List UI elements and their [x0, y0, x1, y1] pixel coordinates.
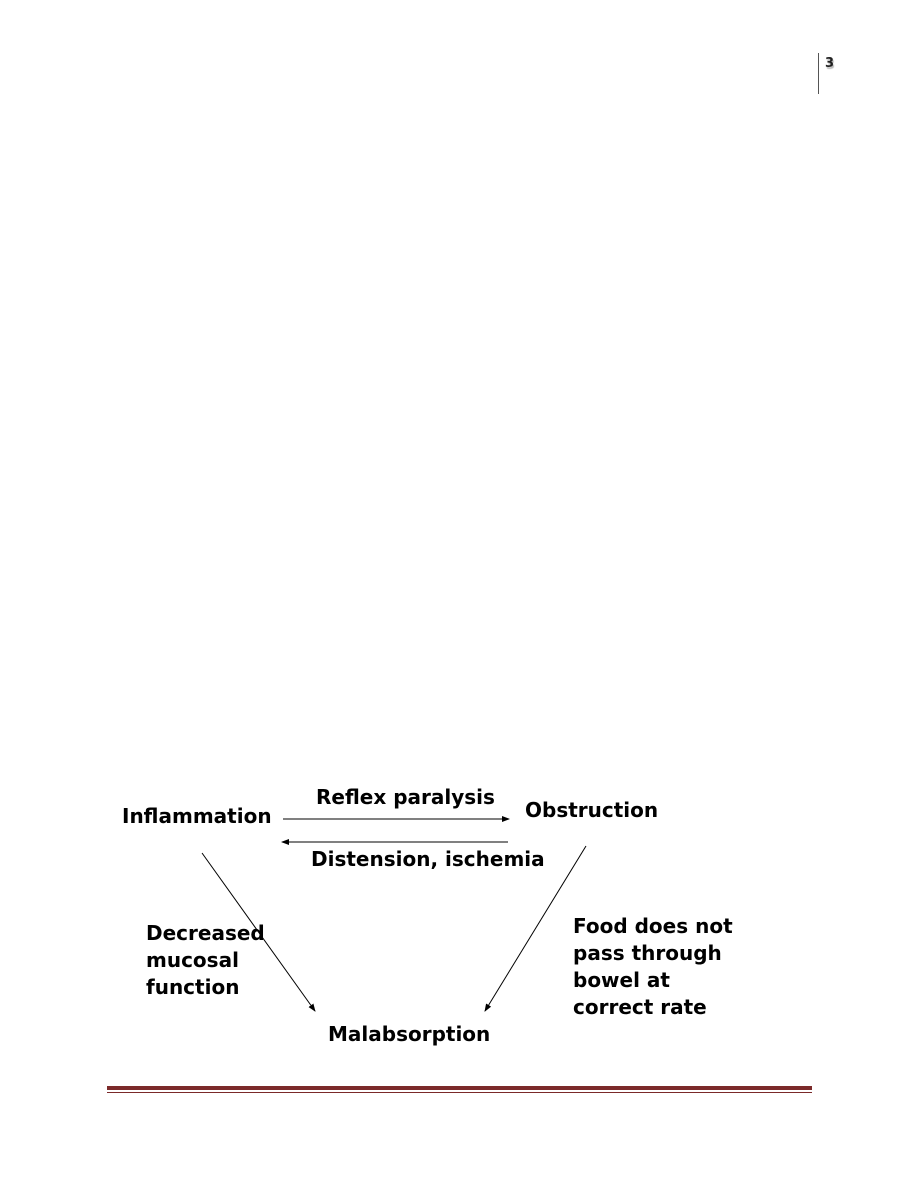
edge-label-food-transit: Food does not pass through bowel at corr…	[573, 913, 733, 1021]
edge-label-line: function	[146, 975, 240, 999]
edge-label-distension-ischemia: Distension, ischemia	[311, 847, 545, 871]
node-malabsorption: Malabsorption	[328, 1022, 491, 1046]
edge-label-reflex-paralysis: Reflex paralysis	[316, 785, 495, 809]
edge-label-line: mucosal	[146, 948, 239, 972]
footer-rule-thin	[107, 1092, 812, 1093]
edge-label-line: correct rate	[573, 995, 707, 1019]
arrow-inflammation-to-malabsorption	[201, 852, 316, 1012]
edge-label-line: bowel at	[573, 968, 670, 992]
edge-label-line: Decreased	[146, 921, 265, 945]
footer-rule	[107, 1086, 812, 1090]
node-obstruction: Obstruction	[525, 798, 659, 822]
edge-label-line: Food does not	[573, 914, 733, 938]
edge-label-line: pass through	[573, 941, 722, 965]
page-number-divider	[818, 53, 819, 94]
arrow-obstruction-to-malabsorption	[484, 845, 587, 1012]
edge-label-decreased-mucosal-function: Decreased mucosal function	[146, 920, 265, 1001]
node-inflammation: Inflammation	[122, 804, 272, 828]
page-number: 3	[825, 56, 835, 71]
